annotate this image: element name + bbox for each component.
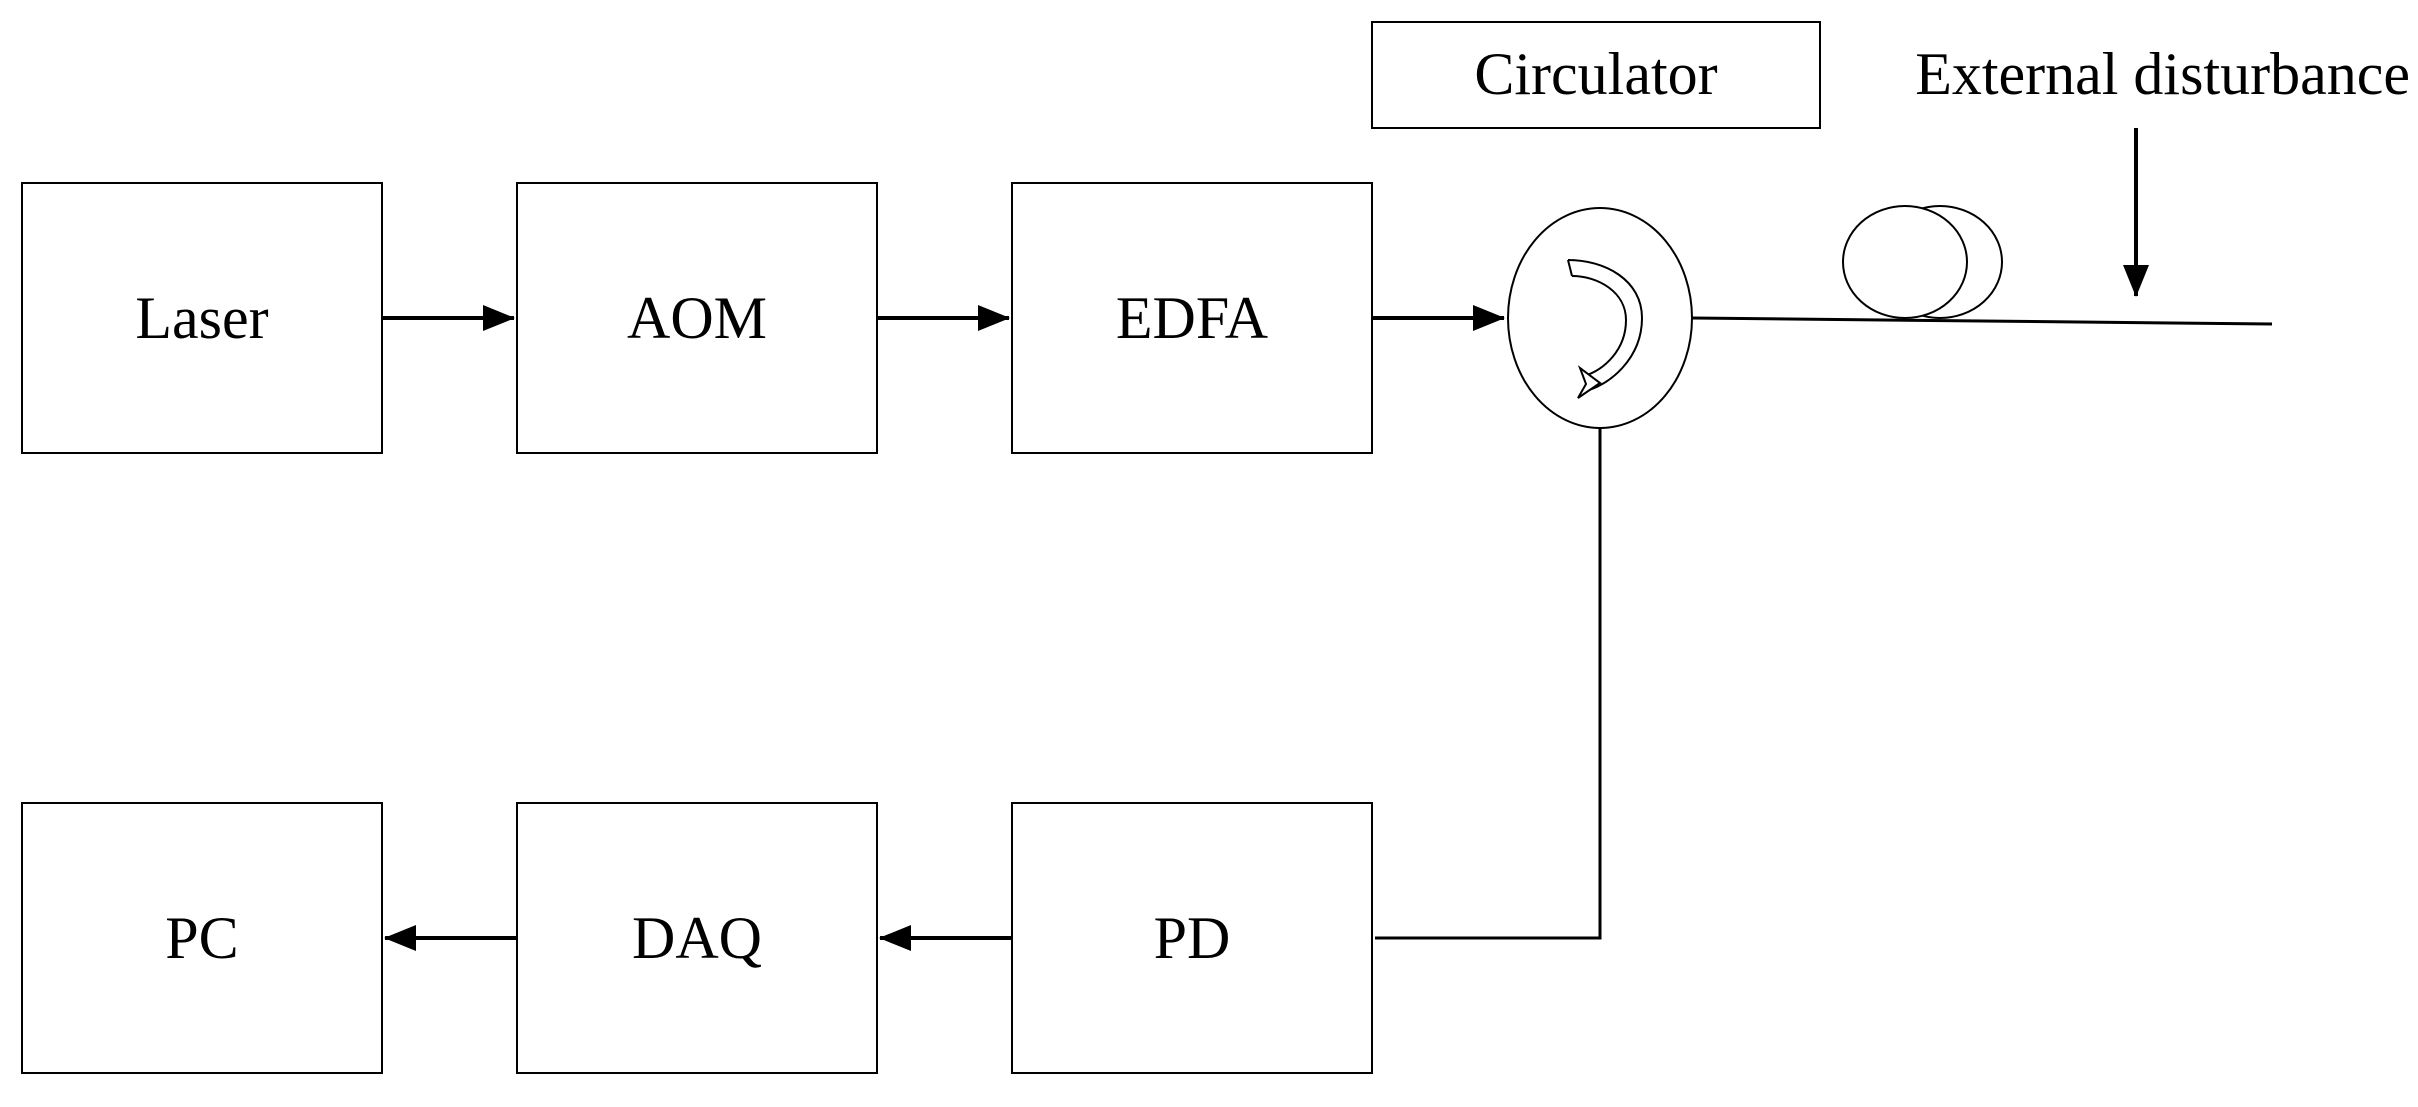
circulator-arrow-inner: [1571, 275, 1628, 377]
laser-label: Laser: [135, 285, 268, 351]
return-path-line: [1375, 428, 1602, 940]
circulator-arrowhead: [1577, 365, 1602, 399]
pd-label: PD: [1154, 905, 1231, 971]
pd-block: PD: [1011, 802, 1373, 1074]
sensing-fiber: [1691, 316, 2273, 326]
edfa-label: EDFA: [1116, 285, 1268, 351]
daq-block: DAQ: [516, 802, 878, 1074]
aom-label: AOM: [627, 285, 767, 351]
pc-label: PC: [165, 905, 238, 971]
aom-block: AOM: [516, 182, 878, 454]
circulator-symbol: [1507, 207, 1693, 429]
circulator-label-box: Circulator: [1371, 21, 1821, 129]
daq-label: DAQ: [632, 905, 762, 971]
fiber-spool: [1842, 205, 2003, 319]
edfa-block: EDFA: [1011, 182, 1373, 454]
circulator-arrow-outer: [1567, 259, 1644, 393]
pc-block: PC: [21, 802, 383, 1074]
laser-block: Laser: [21, 182, 383, 454]
external-disturbance-label: External disturbance: [1915, 41, 2410, 107]
circulator-label: Circulator: [1474, 41, 1717, 107]
